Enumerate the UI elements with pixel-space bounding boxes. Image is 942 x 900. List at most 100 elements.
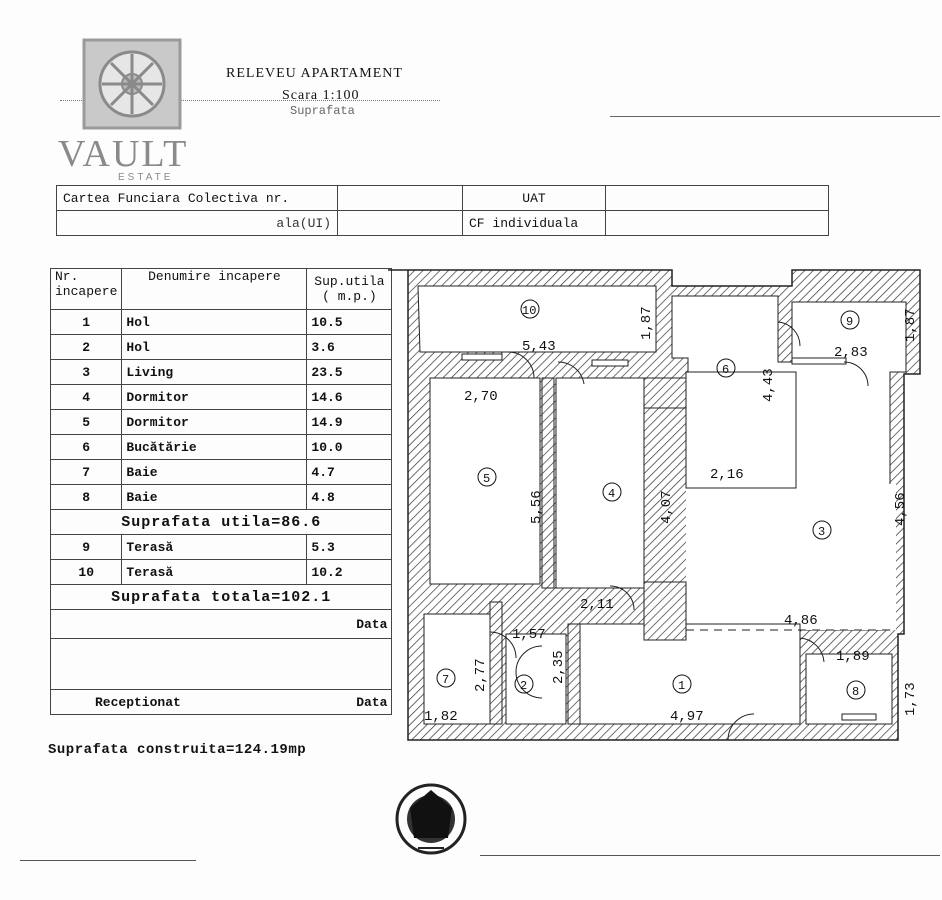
room-name: Dormitor bbox=[121, 409, 308, 435]
room-label-2: 2 bbox=[514, 674, 534, 694]
room-label-1: 1 bbox=[672, 674, 692, 694]
table-row: 10 Terasă 10.2 bbox=[49, 559, 393, 585]
col-name-header: Denumire incapere bbox=[121, 268, 308, 310]
useful-area-total: Suprafata utila=86.6 bbox=[49, 509, 393, 535]
col-nr-header: Nr. incapere bbox=[49, 268, 123, 310]
dim-label: 1,89 bbox=[836, 649, 870, 665]
cf-individuala-label: CF individuala bbox=[462, 210, 606, 236]
svg-text:8: 8 bbox=[852, 685, 859, 699]
room-name: Terasă bbox=[121, 534, 308, 560]
stamp-seal-icon bbox=[395, 783, 467, 855]
header-rule-right bbox=[610, 116, 940, 117]
room-name: Hol bbox=[121, 334, 308, 360]
faint-label: Suprafata bbox=[290, 104, 355, 118]
cf-colectiva-value bbox=[337, 185, 463, 211]
room-name: Hol bbox=[121, 309, 308, 335]
signature-line-left bbox=[20, 860, 196, 861]
cf-individuala-value bbox=[605, 210, 829, 236]
room-nr: 10 bbox=[49, 559, 123, 585]
document-title: RELEVEU APARTAMENT bbox=[226, 66, 403, 81]
vault-logo-icon bbox=[82, 38, 182, 130]
room-name: Terasă bbox=[121, 559, 308, 585]
uat-value bbox=[605, 185, 829, 211]
room-nr: 5 bbox=[49, 409, 123, 435]
unit-label: ala(UI) bbox=[56, 210, 338, 236]
rooms-table: Nr. incapere Denumire incapere Sup.utila… bbox=[49, 268, 393, 715]
dim-label: 2,83 bbox=[834, 345, 868, 361]
dim-label: 1,87 bbox=[639, 306, 655, 340]
room-label-7: 7 bbox=[436, 668, 456, 688]
room-name: Bucătărie bbox=[121, 434, 308, 460]
svg-text:7: 7 bbox=[442, 673, 449, 687]
svg-text:5: 5 bbox=[483, 472, 490, 486]
room-nr: 7 bbox=[49, 459, 123, 485]
svg-text:2: 2 bbox=[520, 679, 527, 693]
room-area: 3.6 bbox=[306, 334, 393, 360]
svg-text:4: 4 bbox=[608, 487, 615, 501]
dim-label: 5,43 bbox=[522, 339, 556, 355]
unit-value bbox=[337, 210, 463, 236]
room-name: Baie bbox=[121, 484, 308, 510]
room-nr: 6 bbox=[49, 434, 123, 460]
cadastral-meta-table: Cartea Funciara Colectiva nr. UAT ala(UI… bbox=[56, 185, 829, 236]
room-area: 10.0 bbox=[306, 434, 393, 460]
dim-label: 1,73 bbox=[903, 682, 919, 716]
receptionat-label: Receptionat bbox=[95, 694, 181, 710]
grand-total: Suprafata totala=102.1 bbox=[49, 584, 393, 610]
dim-label: 5,56 bbox=[529, 490, 545, 524]
room-area: 4.8 bbox=[306, 484, 393, 510]
room-label-10: 10 bbox=[520, 299, 540, 319]
dim-label: 1,57 bbox=[512, 627, 546, 643]
dim-label: 4,07 bbox=[659, 490, 675, 524]
header-rule bbox=[60, 100, 440, 101]
room-name: Dormitor bbox=[121, 384, 308, 410]
table-row: 9 Terasă 5.3 bbox=[49, 534, 393, 560]
table-row: 7 Baie 4.7 bbox=[49, 459, 393, 485]
room-nr: 1 bbox=[49, 309, 123, 335]
data-label: Data bbox=[49, 609, 393, 639]
room-label-6: 6 bbox=[716, 358, 736, 378]
table-row: 1 Hol 10.5 bbox=[49, 309, 393, 335]
cf-colectiva-label: Cartea Funciara Colectiva nr. bbox=[56, 185, 338, 211]
table-row: 5 Dormitor 14.9 bbox=[49, 409, 393, 435]
dim-label: 4,56 bbox=[893, 492, 909, 526]
room-label-5: 5 bbox=[477, 467, 497, 487]
room-name: Baie bbox=[121, 459, 308, 485]
floor-plan: 10 9 6 5 4 3 7 2 1 8 5,43 1,87 2,83 1,87… bbox=[388, 269, 921, 741]
table-row: 2 Hol 3.6 bbox=[49, 334, 393, 360]
room-nr: 8 bbox=[49, 484, 123, 510]
svg-text:9: 9 bbox=[846, 315, 853, 329]
dim-label: 2,11 bbox=[580, 597, 614, 613]
col-area-header: Sup.utila ( m.p.) bbox=[306, 268, 393, 310]
uat-label: UAT bbox=[462, 185, 606, 211]
room-nr: 3 bbox=[49, 359, 123, 385]
svg-text:1: 1 bbox=[678, 679, 685, 693]
dim-label: 2,35 bbox=[551, 650, 567, 684]
table-row: 4 Dormitor 14.6 bbox=[49, 384, 393, 410]
dim-label: 2,77 bbox=[473, 658, 489, 692]
room-nr: 9 bbox=[49, 534, 123, 560]
room-area: 23.5 bbox=[306, 359, 393, 385]
room-label-9: 9 bbox=[840, 310, 860, 330]
receptionat-row: Receptionat Data bbox=[49, 689, 393, 715]
logo-sub: ESTATE bbox=[118, 172, 174, 183]
svg-text:6: 6 bbox=[722, 363, 729, 377]
dim-label: 1,87 bbox=[903, 308, 919, 342]
room-label-8: 8 bbox=[846, 680, 866, 700]
room-nr: 2 bbox=[49, 334, 123, 360]
built-area: Suprafata construita=124.19mp bbox=[48, 742, 307, 758]
table-row: 3 Living 23.5 bbox=[49, 359, 393, 385]
table-row: 6 Bucătărie 10.0 bbox=[49, 434, 393, 460]
svg-text:10: 10 bbox=[522, 304, 536, 318]
room-label-4: 4 bbox=[602, 482, 622, 502]
room-name: Living bbox=[121, 359, 308, 385]
room-area: 14.9 bbox=[306, 409, 393, 435]
blank-area bbox=[49, 638, 393, 690]
data-label-2: Data bbox=[356, 694, 388, 710]
svg-text:3: 3 bbox=[818, 525, 825, 539]
dim-label: 4,97 bbox=[670, 709, 704, 725]
room-nr: 4 bbox=[49, 384, 123, 410]
dim-label: 4,43 bbox=[761, 368, 777, 402]
signature-line-right bbox=[480, 855, 940, 856]
dim-label: 1,82 bbox=[424, 709, 458, 725]
